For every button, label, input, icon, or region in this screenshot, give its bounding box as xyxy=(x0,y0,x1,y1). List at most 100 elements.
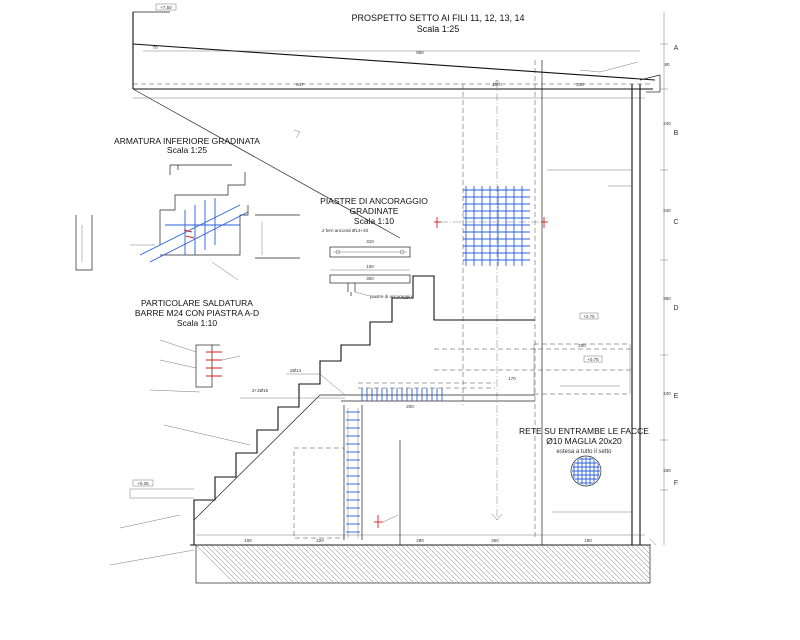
hatch-line xyxy=(235,544,275,584)
hatch-line xyxy=(250,544,290,584)
dim-bottom-5: 190 xyxy=(584,538,592,543)
hatch-line xyxy=(585,544,625,584)
rete-title-2: Ø10 MAGLIA 20x20 xyxy=(546,436,622,446)
hatch-line xyxy=(370,544,410,584)
foundation: 100 220 280 350 190 xyxy=(190,534,657,584)
hatch-line xyxy=(625,544,651,570)
annotation-leaders: 2Ø14 2+2Ø16 xyxy=(252,185,632,393)
hatch-line xyxy=(515,544,555,584)
foundation-hatch xyxy=(195,538,657,584)
hatch-line xyxy=(350,544,390,584)
hatch-line xyxy=(425,544,465,584)
rete-title-3: estesa a tutto il setto xyxy=(556,449,612,455)
hatch-line xyxy=(345,544,385,584)
hatch-line xyxy=(430,544,470,584)
armatura-detail: ARMATURA INFERIORE GRADINATA Scala 1:25 xyxy=(75,136,300,281)
hatch-line xyxy=(280,544,320,584)
hatch-line xyxy=(490,544,530,584)
hatch-line xyxy=(550,544,590,584)
hatch-line xyxy=(390,544,430,584)
hatch-line xyxy=(560,544,600,584)
saldatura-title-2: BARRE M24 CON PIASTRA A-D xyxy=(135,308,259,318)
hatch-line xyxy=(230,544,270,584)
main-scale: Scala 1:25 xyxy=(417,24,460,34)
hatch-line xyxy=(575,544,615,584)
hatch-line xyxy=(470,544,510,584)
hatch-line xyxy=(265,544,305,584)
rebar-beam xyxy=(361,388,443,401)
tie-label: 2Ø14 xyxy=(290,368,302,373)
hatch-line xyxy=(395,544,435,584)
dim-right-4: 380 xyxy=(663,296,671,301)
hatch-line xyxy=(195,544,235,584)
hatch-line xyxy=(455,544,495,584)
hatch-line xyxy=(320,544,360,584)
hatch-line xyxy=(555,544,595,584)
column-lines xyxy=(462,12,665,545)
armatura-scale: Scala 1:25 xyxy=(167,145,207,155)
dim-bottom-1: 100 xyxy=(244,538,252,543)
hatch-line xyxy=(475,544,515,584)
grid-label-d: D xyxy=(673,305,678,312)
hatch-line xyxy=(200,544,240,584)
piastre-title-2: GRADINATE xyxy=(350,206,399,216)
dim-bottom-4: 350 xyxy=(491,538,499,543)
hatch-line xyxy=(260,544,300,584)
hatch-line xyxy=(255,544,295,584)
dim-beam-3: 170 xyxy=(508,376,516,381)
hatch-line xyxy=(290,544,330,584)
hatch-line xyxy=(420,544,460,584)
hatch-line xyxy=(620,544,651,575)
grid-label-b: B xyxy=(674,130,679,137)
rebar-grid-upper xyxy=(463,186,530,266)
section-marks-upper xyxy=(434,217,548,228)
hatch-line xyxy=(615,544,651,580)
elevation-mid: +2.75 xyxy=(583,314,595,319)
rete-detail: RETE SU ENTRAMBE LE FACCE Ø10 MAGLIA 20x… xyxy=(519,426,649,513)
hatch-line xyxy=(295,544,335,584)
grid-label-e: E xyxy=(674,393,679,400)
dim-beam-1: 200 xyxy=(406,404,414,409)
hatch-line xyxy=(649,538,657,546)
hatch-line xyxy=(565,544,605,584)
hatch-line xyxy=(380,544,420,584)
hatch-line xyxy=(205,544,245,584)
hatch-line xyxy=(460,544,500,584)
hatch-line xyxy=(410,544,450,584)
hatch-line xyxy=(630,544,651,565)
hatch-line xyxy=(485,544,525,584)
hatch-line xyxy=(480,544,520,584)
piastre-title-1: PIASTRE DI ANCORAGGIO xyxy=(320,196,428,206)
hatch-line xyxy=(270,544,310,584)
hatch-line xyxy=(440,544,480,584)
elevation-left: +0.35 xyxy=(137,481,149,486)
dim-top-1: 70 xyxy=(152,45,158,50)
grid-label-a: A xyxy=(674,45,679,52)
plate-dim-3: 300 xyxy=(366,276,374,281)
armatura-title: ARMATURA INFERIORE GRADINATA xyxy=(114,136,260,146)
hatch-line xyxy=(225,544,265,584)
plate-dim-2: 100 xyxy=(366,264,374,269)
hatch-line xyxy=(600,544,640,584)
dim-right-6: 330 xyxy=(663,468,671,473)
hatch-line xyxy=(580,544,620,584)
elevation-top: +7.50 xyxy=(160,5,172,10)
hatch-line xyxy=(245,544,285,584)
grandstand-stairs: +0.35 xyxy=(109,275,535,566)
hatch-line xyxy=(635,544,651,560)
hatch-line xyxy=(340,544,380,584)
dim-right-2: 240 xyxy=(663,121,671,126)
hatch-line xyxy=(210,544,250,584)
hatch-line xyxy=(355,544,395,584)
hatch-line xyxy=(545,544,585,584)
hatch-line xyxy=(415,544,455,584)
dim-top-5: 330 xyxy=(576,82,584,87)
hatch-line xyxy=(510,544,550,584)
grid-reference: A B C D E F 80 240 240 380 240 330 xyxy=(660,43,679,491)
saldatura-scale: Scala 1:10 xyxy=(177,318,217,328)
saldatura-title-1: PARTICOLARE SALDATURA xyxy=(141,298,253,308)
hatch-line xyxy=(535,544,575,584)
hatch-line xyxy=(215,544,255,584)
dim-top-3: 647 xyxy=(296,82,304,87)
